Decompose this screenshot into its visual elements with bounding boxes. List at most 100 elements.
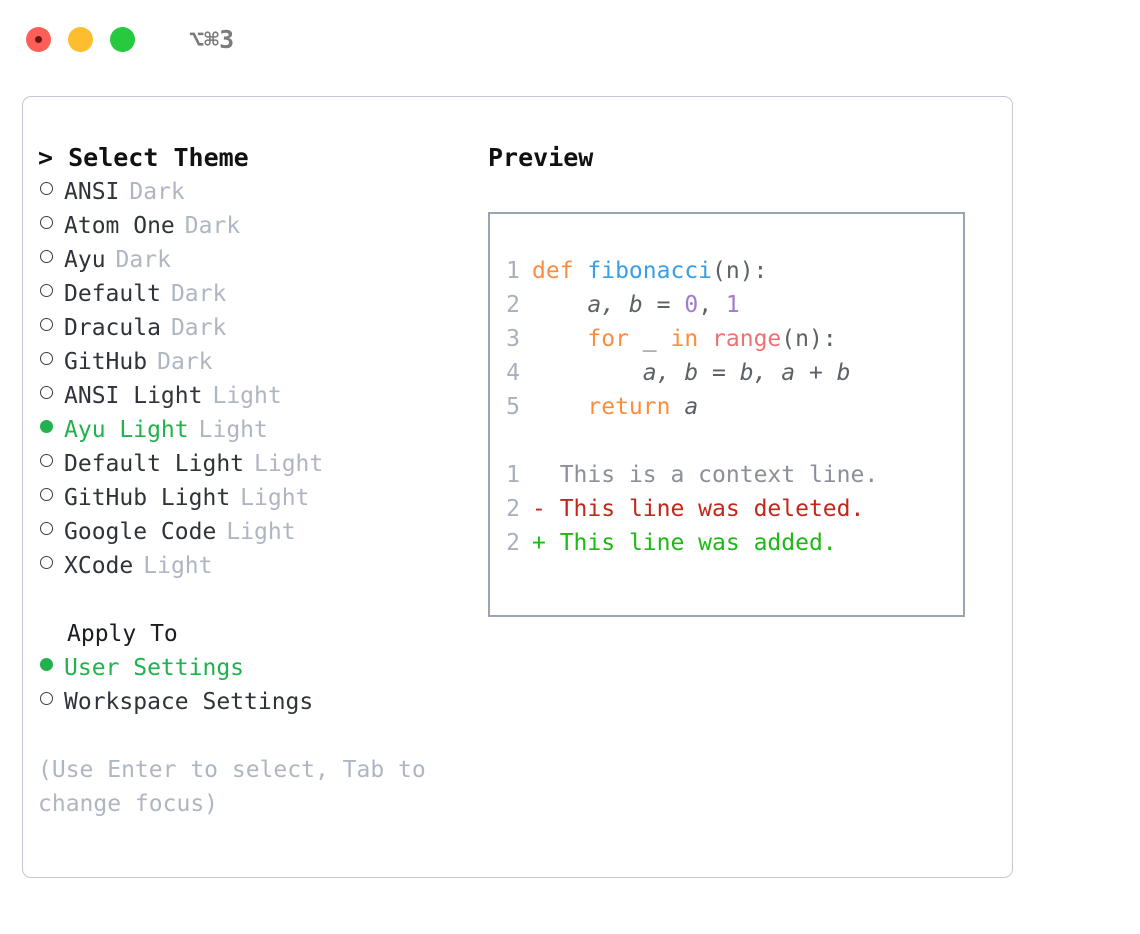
diff-sample: 1 This is a context line.2- This line wa… bbox=[490, 458, 963, 560]
theme-option-label: Default Light bbox=[64, 451, 245, 477]
code-token: 0 bbox=[684, 292, 699, 318]
maximize-window-icon[interactable] bbox=[110, 26, 135, 52]
diff-marker bbox=[532, 458, 560, 492]
line-number: 3 bbox=[506, 326, 520, 352]
code-token: a, b = b, a + b bbox=[532, 360, 851, 386]
theme-variant-badge: Light bbox=[143, 553, 213, 579]
code-line-content: for _ in range(n): bbox=[532, 322, 837, 356]
code-line: 1 def fibonacci(n): bbox=[490, 254, 963, 288]
code-line: 3 for _ in range(n): bbox=[490, 322, 963, 356]
keyboard-hint-text: (Use Enter to select, Tab to change focu… bbox=[38, 757, 440, 817]
theme-option-label: XCode bbox=[64, 553, 134, 579]
theme-option-atom-one[interactable]: Atom One Dark bbox=[38, 209, 485, 243]
theme-option-label: Ayu bbox=[64, 247, 106, 273]
close-window-icon[interactable] bbox=[26, 26, 51, 52]
theme-variant-badge: Dark bbox=[115, 247, 171, 273]
theme-option-label: Default bbox=[64, 281, 161, 307]
code-line-content: a, b = 0, 1 bbox=[532, 288, 740, 322]
theme-option-ayu[interactable]: Ayu Dark bbox=[38, 243, 485, 277]
code-token: , bbox=[698, 292, 726, 318]
theme-variant-badge: Dark bbox=[157, 349, 213, 375]
traffic-lights bbox=[26, 26, 135, 52]
diff-line: 1 This is a context line. bbox=[490, 458, 963, 492]
title-bar: ⌥⌘3 bbox=[0, 0, 1140, 78]
code-line: 4 a, b = b, a + b bbox=[490, 356, 963, 390]
theme-option-label: Ayu Light bbox=[64, 417, 189, 443]
theme-variant-badge: Light bbox=[198, 417, 268, 443]
theme-variant-badge: Dark bbox=[129, 179, 185, 205]
code-line-content: def fibonacci(n): bbox=[532, 254, 767, 288]
apply-to-option-workspace-settings[interactable]: Workspace Settings bbox=[38, 685, 485, 719]
apply-to-option-user-settings[interactable]: User Settings bbox=[38, 651, 485, 685]
theme-option-label: GitHub Light bbox=[64, 485, 231, 511]
select-theme-heading: > Select Theme bbox=[38, 143, 249, 172]
code-token: a, b = bbox=[532, 292, 685, 318]
code-token: (n): bbox=[712, 258, 768, 284]
diff-line: 2 + This line was added. bbox=[490, 526, 963, 560]
preview-heading: Preview bbox=[488, 143, 594, 172]
apply-to-heading: Apply To bbox=[67, 621, 178, 647]
apply-to-option-label: User Settings bbox=[64, 655, 245, 681]
diff-line-content: This is a context line. bbox=[559, 462, 879, 488]
theme-variant-badge: Light bbox=[240, 485, 310, 511]
line-number: 2 bbox=[506, 292, 520, 318]
code-token: (n): bbox=[781, 326, 837, 352]
theme-option-ayu-light[interactable]: Ayu Light Light bbox=[38, 413, 485, 447]
apply-to-option-label: Workspace Settings bbox=[64, 689, 314, 715]
theme-variant-badge: Light bbox=[212, 383, 282, 409]
theme-variant-badge: Light bbox=[226, 519, 296, 545]
code-token: range bbox=[712, 326, 782, 352]
line-number: 5 bbox=[506, 394, 520, 420]
minimize-window-icon[interactable] bbox=[68, 26, 93, 52]
theme-option-default-light[interactable]: Default Light Light bbox=[38, 447, 485, 481]
diff-line-content: This line was deleted. bbox=[559, 496, 865, 522]
line-number: 4 bbox=[506, 360, 520, 386]
theme-option-label: Atom One bbox=[64, 213, 175, 239]
theme-option-default[interactable]: Default Dark bbox=[38, 277, 485, 311]
line-number: 2 bbox=[506, 496, 520, 522]
line-number: 1 bbox=[506, 258, 520, 284]
keyboard-shortcut-label: ⌥⌘3 bbox=[189, 24, 235, 54]
code-token: in bbox=[670, 326, 713, 352]
theme-variant-badge: Dark bbox=[170, 281, 227, 307]
code-line: 2 a, b = 0, 1 bbox=[490, 288, 963, 322]
diff-line-content: This line was added. bbox=[559, 530, 837, 556]
theme-option-google-code[interactable]: Google Code Light bbox=[38, 515, 485, 549]
code-line-content: return a bbox=[532, 390, 698, 424]
theme-option-label: GitHub bbox=[64, 349, 148, 375]
code-line: 5 return a bbox=[490, 390, 963, 424]
theme-option-label: ANSI Light bbox=[64, 383, 203, 409]
theme-variant-badge: Light bbox=[254, 451, 324, 477]
code-token: def bbox=[532, 258, 588, 284]
code-token: 1 bbox=[725, 292, 740, 318]
line-number: 1 bbox=[506, 462, 520, 488]
code-line-content: a, b = b, a + b bbox=[532, 356, 851, 390]
line-number: 2 bbox=[506, 530, 520, 556]
theme-option-ansi[interactable]: ANSI Dark bbox=[38, 175, 485, 209]
code-token: fibonacci bbox=[587, 258, 713, 284]
theme-variant-badge: Dark bbox=[184, 213, 241, 239]
diff-line: 2- This line was deleted. bbox=[490, 492, 963, 526]
code-token: a bbox=[684, 394, 699, 420]
diff-marker: - bbox=[532, 496, 560, 522]
theme-option-label: ANSI bbox=[64, 179, 120, 205]
code-token: _ bbox=[642, 326, 671, 352]
diff-marker: + bbox=[532, 530, 560, 556]
theme-option-label: Google Code bbox=[64, 519, 217, 545]
theme-option-ansi-light[interactable]: ANSI Light Light bbox=[38, 379, 485, 413]
code-diff-separator bbox=[490, 424, 963, 458]
theme-option-github-light[interactable]: GitHub Light Light bbox=[38, 481, 485, 515]
theme-option-xcode[interactable]: XCode Light bbox=[38, 549, 485, 583]
theme-option-github[interactable]: GitHub Dark bbox=[38, 345, 485, 379]
theme-option-label: Dracula bbox=[64, 315, 161, 341]
code-token: return bbox=[532, 394, 685, 420]
